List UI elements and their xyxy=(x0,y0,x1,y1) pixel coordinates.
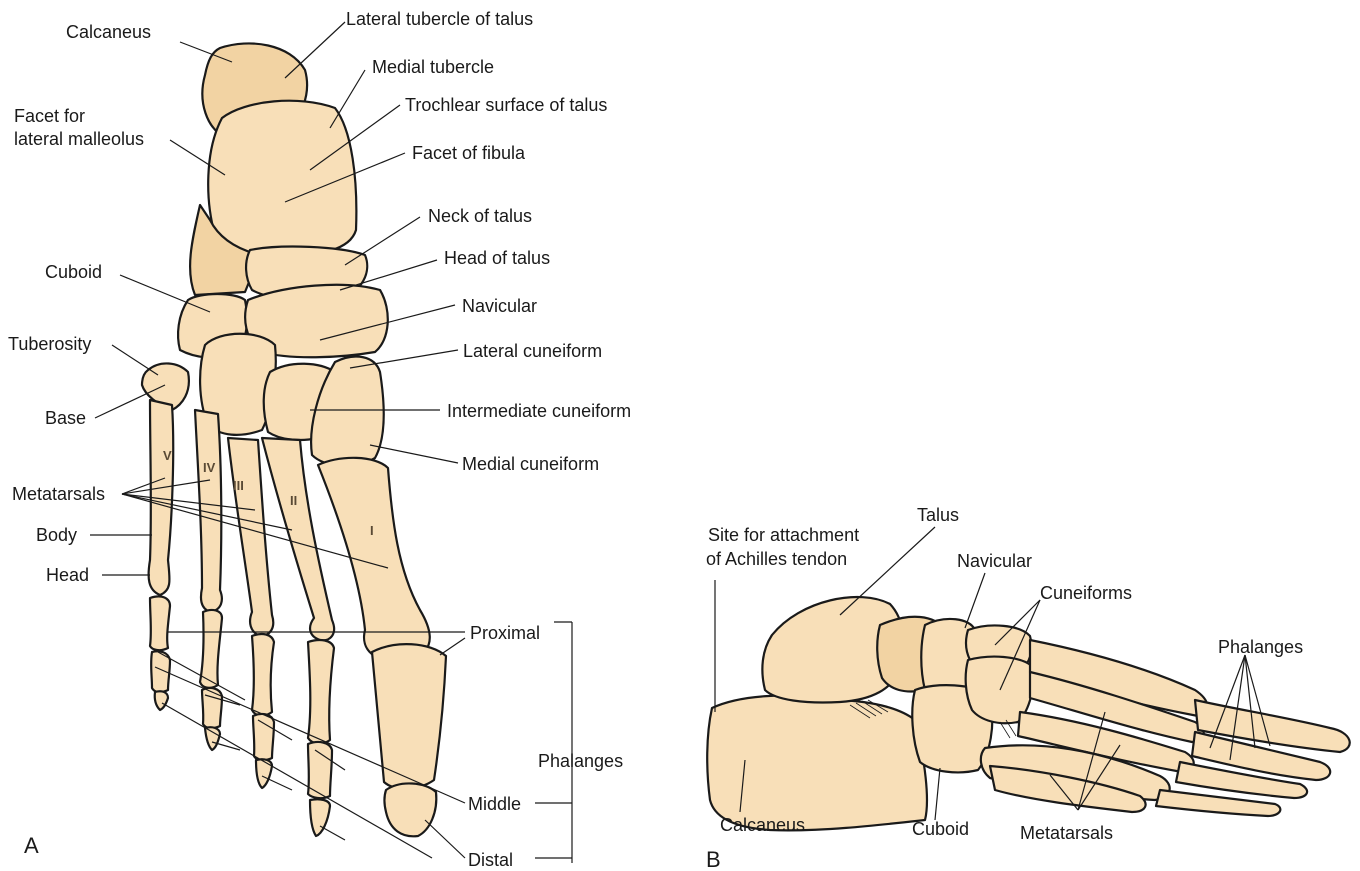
label-site-attachment-1: Site for attachment xyxy=(708,525,859,545)
label-middle: Middle xyxy=(468,794,521,814)
label-phalanges-b: Phalanges xyxy=(1218,637,1303,657)
label-medial-tubercle: Medial tubercle xyxy=(372,57,494,77)
metatarsal-iv-a xyxy=(195,410,222,612)
roman-numeral-ii: II xyxy=(290,493,297,508)
toe-i-distal-phalanx xyxy=(385,783,437,836)
toe-iii-proximal-phalanx xyxy=(252,634,274,716)
label-trochlear-surface: Trochlear surface of talus xyxy=(405,95,607,115)
roman-numeral-v: V xyxy=(163,448,172,463)
label-medial-cuneiform: Medial cuneiform xyxy=(462,454,599,474)
label-cuboid-a: Cuboid xyxy=(45,262,102,282)
label-facet-fibula: Facet of fibula xyxy=(412,143,526,163)
roman-numeral-iii: III xyxy=(233,478,244,493)
roman-numeral-iv: IV xyxy=(203,460,216,475)
talus-trochlea-a xyxy=(208,101,356,256)
toe-iv-proximal-phalanx xyxy=(200,610,222,688)
label-navicular-a: Navicular xyxy=(462,296,537,316)
toe-iii-middle-phalanx xyxy=(253,714,274,760)
toe-v-distal-phalanx xyxy=(155,691,168,710)
toe-v-proximal-phalanx xyxy=(150,596,170,650)
label-facet-lateral-malleolus-2: lateral malleolus xyxy=(14,129,144,149)
label-facet-lateral-malleolus-1: Facet for xyxy=(14,106,85,126)
metatarsal-iii-a xyxy=(228,438,273,636)
label-phalanges-a: Phalanges xyxy=(538,751,623,771)
label-intermediate-cuneiform: Intermediate cuneiform xyxy=(447,401,631,421)
label-head: Head xyxy=(46,565,89,585)
label-lateral-cuneiform: Lateral cuneiform xyxy=(463,341,602,361)
toe-iv-middle-phalanx xyxy=(202,688,222,728)
label-metatarsals-b: Metatarsals xyxy=(1020,823,1113,843)
label-calcaneus-b: Calcaneus xyxy=(720,815,805,835)
toe-ii-proximal-phalanx xyxy=(308,640,334,744)
toe-iii-distal-phalanx xyxy=(256,759,272,788)
panel-label-a: A xyxy=(24,833,39,858)
label-cuboid-b: Cuboid xyxy=(912,819,969,839)
panel-b-illustration xyxy=(707,597,1350,830)
label-neck-talus: Neck of talus xyxy=(428,206,532,226)
label-proximal: Proximal xyxy=(470,623,540,643)
label-calcaneus-a: Calcaneus xyxy=(66,22,151,42)
label-body: Body xyxy=(36,525,77,545)
panel-label-b: B xyxy=(706,847,721,871)
label-site-attachment-2: of Achilles tendon xyxy=(706,549,847,569)
label-talus-b: Talus xyxy=(917,505,959,525)
toe-ii-middle-phalanx xyxy=(308,742,332,798)
toe-iv-distal-phalanx xyxy=(205,727,220,750)
label-navicular-b: Navicular xyxy=(957,551,1032,571)
label-cuneiforms-b: Cuneiforms xyxy=(1040,583,1132,603)
label-metatarsals-a: Metatarsals xyxy=(12,484,105,504)
label-lateral-tubercle: Lateral tubercle of talus xyxy=(346,9,533,29)
roman-numeral-i: I xyxy=(370,523,374,538)
label-head-talus: Head of talus xyxy=(444,248,550,268)
label-base: Base xyxy=(45,408,86,428)
label-distal: Distal xyxy=(468,850,513,870)
label-tuberosity: Tuberosity xyxy=(8,334,91,354)
